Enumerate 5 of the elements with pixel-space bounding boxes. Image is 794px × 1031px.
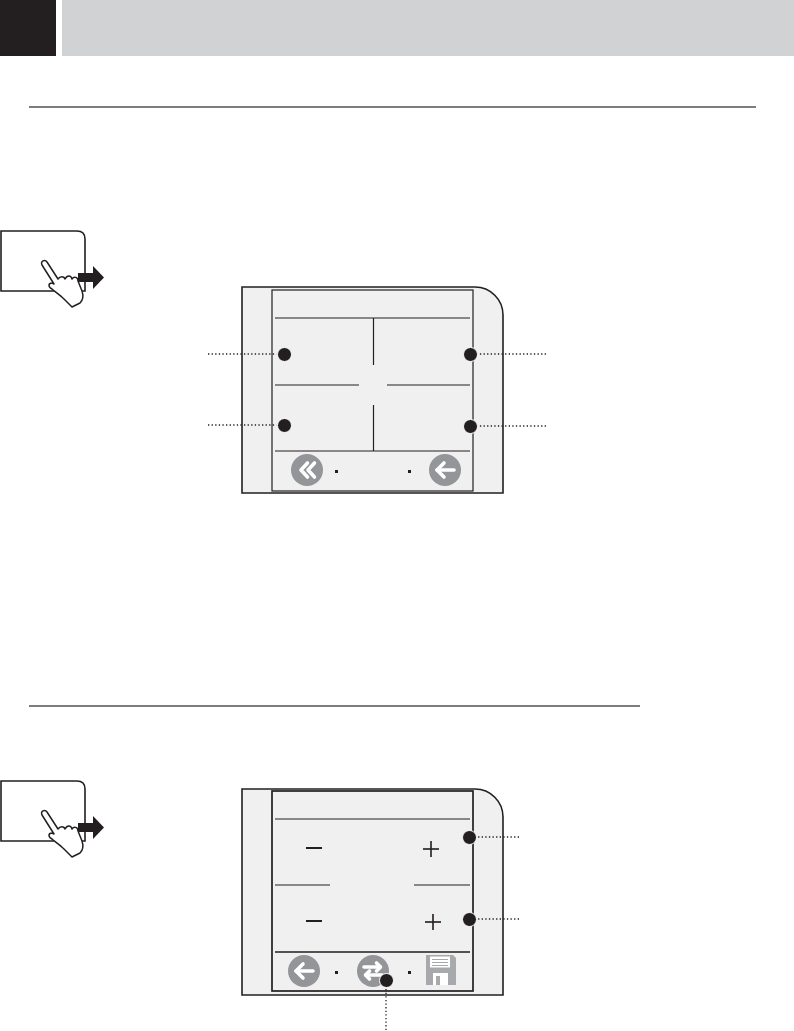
leader-line [207,424,278,426]
leader-line [207,353,278,355]
leader-line [475,836,520,838]
leader-line [385,986,387,1031]
leader-line [475,918,520,920]
